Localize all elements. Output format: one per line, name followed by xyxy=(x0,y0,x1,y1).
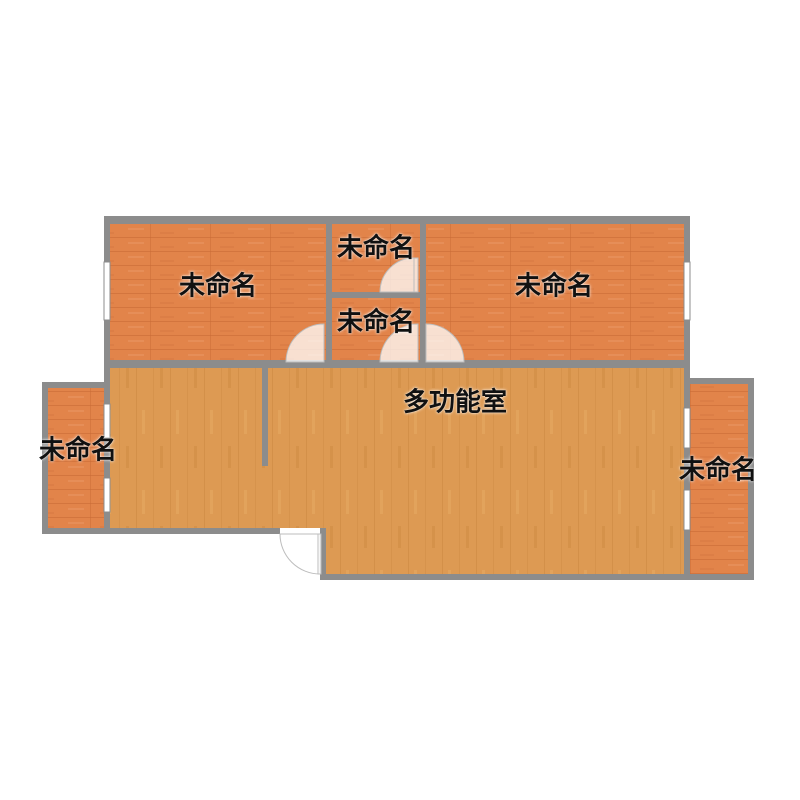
floor-bedroom-left xyxy=(108,222,328,362)
floor-bedroom-right xyxy=(424,222,686,362)
floor-multi-room xyxy=(108,366,686,576)
doors xyxy=(279,257,465,575)
windows xyxy=(103,261,691,531)
floor-balcony-left xyxy=(46,388,106,530)
floor-balcony-right xyxy=(688,384,748,574)
walls xyxy=(42,216,754,580)
